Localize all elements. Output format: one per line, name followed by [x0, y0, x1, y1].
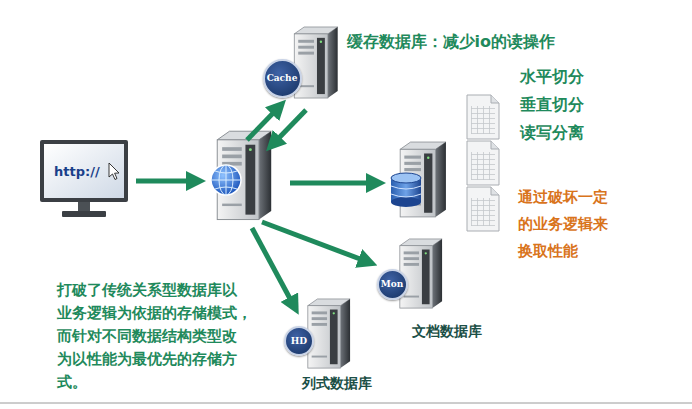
- server-caption: 缓存数据库：减少io的读操作: [347, 32, 555, 53]
- green-note: 打破了传统关系型数据库以 业务逻辑为依据的存储模式， 而针对不同数据结构类型改 …: [57, 279, 254, 394]
- badge-text: Mon: [381, 280, 404, 289]
- list-item: 读写分离: [520, 122, 584, 144]
- mon-badge: Mon文档数据库: [377, 269, 408, 300]
- orange-note: 通过破坏一定 的业务逻辑来 换取性能: [518, 184, 615, 265]
- server-caption: 列式数据库: [302, 375, 372, 393]
- badge-text: HD: [291, 337, 307, 346]
- list-item: 垂直切分: [520, 94, 584, 116]
- browser-screen: http://: [44, 144, 124, 198]
- cache-badge: Cache缓存数据库：减少io的读操作: [263, 59, 302, 98]
- badge-text: Cache: [267, 74, 298, 83]
- url-text: http://: [54, 164, 100, 179]
- hd-badge: HD列式数据库: [284, 326, 314, 356]
- list-item: 水平切分: [520, 66, 584, 88]
- server-caption: 文档数据库: [412, 323, 482, 341]
